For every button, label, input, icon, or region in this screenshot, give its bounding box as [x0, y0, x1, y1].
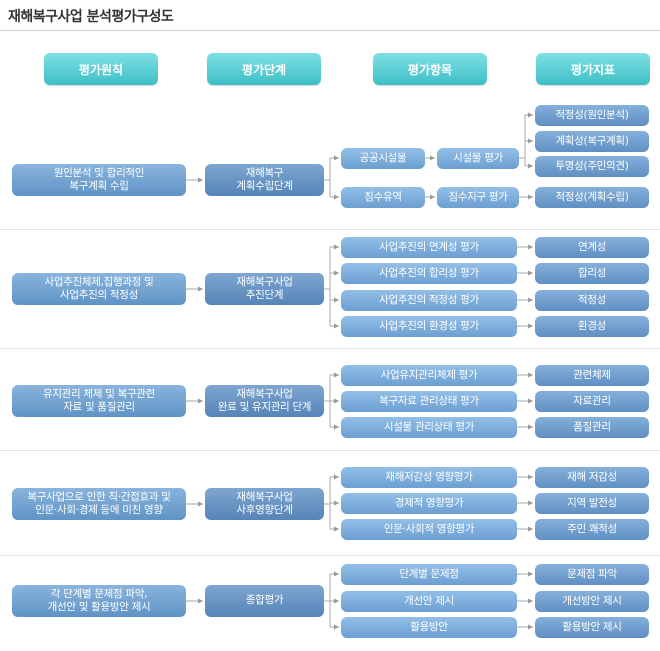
- indicator-box: 적정성: [535, 290, 649, 311]
- indicator-box: 적정성(계획수립): [535, 187, 649, 208]
- group-divider: [0, 229, 660, 230]
- indicator-box: 지역 발전성: [535, 493, 649, 514]
- stage-box: 재해복구사업 완료 및 유지관리 단계: [205, 385, 324, 417]
- sub-item-box: 침수지구 평가: [437, 187, 519, 208]
- principle-box: 각 단계별 문제점 파악, 개선안 및 활용방안 제시: [12, 585, 186, 617]
- item-box: 개선안 제시: [341, 591, 517, 612]
- header-indicator: 평가지표: [536, 53, 650, 85]
- title-divider: [0, 30, 660, 31]
- principle-box: 복구사업으로 인한 직·간접효과 및 인문·사회·경제 등에 미친 영향: [12, 488, 186, 520]
- indicator-box: 활용방안 제시: [535, 617, 649, 638]
- group-divider: [0, 555, 660, 556]
- indicator-box: 개선방안 제시: [535, 591, 649, 612]
- stage-box: 재해복구사업 추진단계: [205, 273, 324, 305]
- indicator-box: 적정성(원인분석): [535, 105, 649, 126]
- item-box: 사업추진의 환경성 평가: [341, 316, 517, 337]
- indicator-box: 재해 저감성: [535, 467, 649, 488]
- indicator-box: 품질관리: [535, 417, 649, 438]
- sub-item-box: 시설물 평가: [437, 148, 519, 169]
- indicator-box: 자료관리: [535, 391, 649, 412]
- item-box: 재해저감성 영향평가: [341, 467, 517, 488]
- page-title: 재해복구사업 분석평가구성도: [8, 9, 174, 25]
- item-box: 경제적 영향평가: [341, 493, 517, 514]
- item-box: 사업유지관리체제 평가: [341, 365, 517, 386]
- header-item: 평가항목: [373, 53, 487, 85]
- stage-box: 재해복구사업 사후영향단계: [205, 488, 324, 520]
- item-box: 시설물 관리상태 평가: [341, 417, 517, 438]
- item-box: 사업추진의 적정성 평가: [341, 290, 517, 311]
- indicator-box: 관련체제: [535, 365, 649, 386]
- header-stage: 평가단계: [207, 53, 321, 85]
- item-box: 사업추진의 합리성 평가: [341, 263, 517, 284]
- indicator-box: 계획성(복구계획): [535, 131, 649, 152]
- item-box: 인문·사회적 영향평가: [341, 519, 517, 540]
- stage-box: 종합평가: [205, 585, 324, 617]
- principle-box: 원인분석 및 합리적인 복구계획 수립: [12, 164, 186, 196]
- item-box: 단계별 문제점: [341, 564, 517, 585]
- item-box: 활용방안: [341, 617, 517, 638]
- indicator-box: 환경성: [535, 316, 649, 337]
- indicator-box: 합리성: [535, 263, 649, 284]
- item-box: 복구자료 관리상태 평가: [341, 391, 517, 412]
- principle-box: 사업추진체제,집행과정 및 사업추진의 적정성: [12, 273, 186, 305]
- indicator-box: 문제점 파악: [535, 564, 649, 585]
- stage-box: 재해복구 계획수립단계: [205, 164, 324, 196]
- group-divider: [0, 450, 660, 451]
- item-box: 사업추진의 연계성 평가: [341, 237, 517, 258]
- indicator-box: 주민 쾌적성: [535, 519, 649, 540]
- indicator-box: 연계성: [535, 237, 649, 258]
- principle-box: 유지관리 체제 및 복구관련 자료 및 품질관리: [12, 385, 186, 417]
- item-box: 공공시설물: [341, 148, 425, 169]
- header-principle: 평가원칙: [44, 53, 158, 85]
- group-divider: [0, 348, 660, 349]
- item-box: 침수유역: [341, 187, 425, 208]
- indicator-box: 투명성(주민의견): [535, 156, 649, 177]
